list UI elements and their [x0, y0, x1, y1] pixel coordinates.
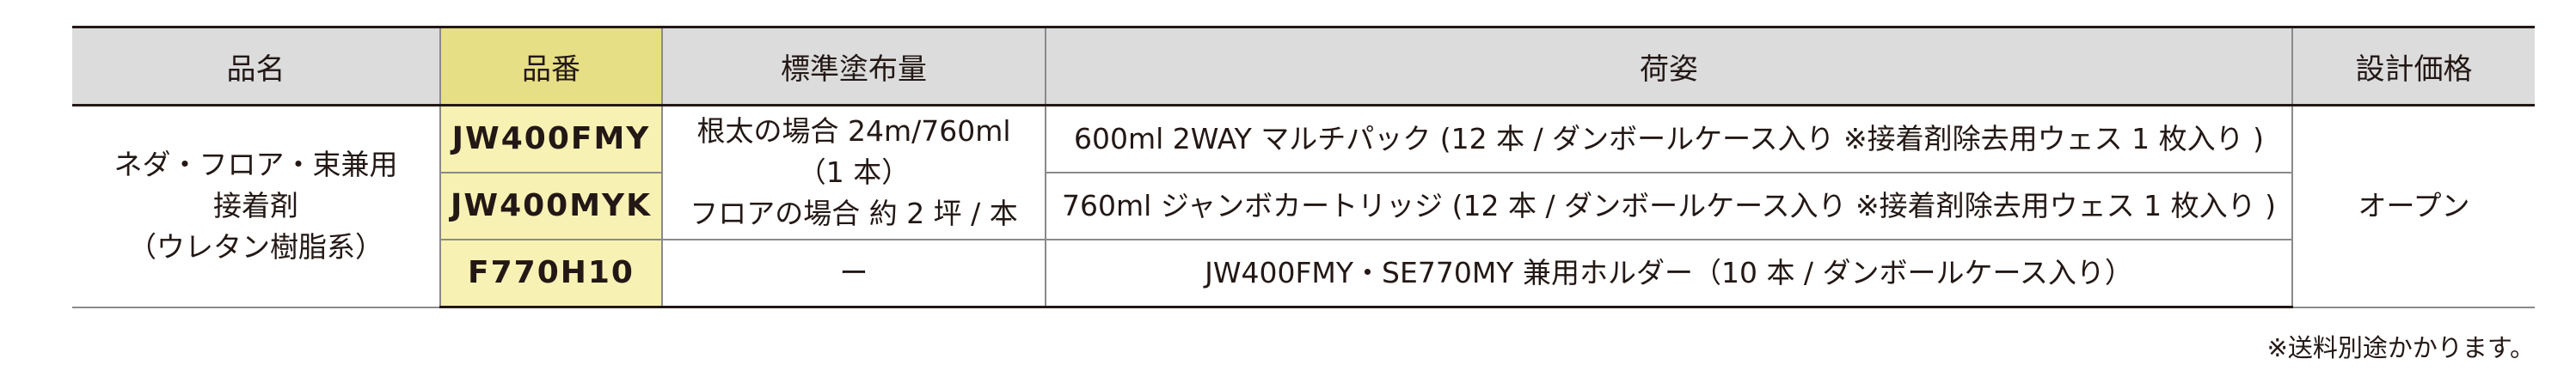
- coverage-line: フロアの場合 約 2 坪 / 本: [690, 196, 1018, 230]
- table-row: ネダ・フロア・束兼用 接着剤 （ウレタン樹脂系） JW400FMY 根太の場合 …: [72, 104, 2535, 308]
- header-packing: 荷姿: [1045, 26, 2293, 106]
- header-product-code: 品番: [439, 26, 663, 106]
- product-name-line: ネダ・フロア・束兼用: [113, 148, 398, 182]
- coverage-line: （1 本）: [797, 155, 911, 190]
- header-coverage: 標準塗布量: [661, 26, 1046, 106]
- coverage-cell: ー: [661, 239, 1046, 308]
- product-name-cell: ネダ・フロア・束兼用 接着剤 （ウレタン樹脂系）: [72, 104, 441, 308]
- header-product-name: 品名: [72, 26, 441, 106]
- table-row: F770H10 ー JW400FMY・SE770MY 兼用ホルダー（10 本 /…: [72, 239, 2535, 308]
- product-name-line: （ウレタン樹脂系）: [128, 230, 383, 265]
- product-name-line: 接着剤: [213, 189, 298, 223]
- packing-cell: JW400FMY・SE770MY 兼用ホルダー（10 本 / ダンボールケース入…: [1045, 239, 2292, 308]
- product-code-cell: JW400FMY: [439, 104, 663, 173]
- table-row: JW400MYK 760ml ジャンボカートリッジ (12 本 / ダンボールケ…: [72, 172, 2535, 240]
- product-spec-table: 品名 品番 標準塗布量 荷姿 設計価格 ネダ・フロア・束兼用 接着剤 （ウレタン…: [72, 26, 2535, 308]
- product-code-cell: JW400MYK: [440, 172, 663, 240]
- product-code-cell: F770H10: [440, 239, 663, 308]
- packing-cell: 600ml 2WAY マルチパック (12 本 / ダンボールケース入り ※接着…: [1045, 104, 2293, 173]
- coverage-line: 根太の場合 24m/760ml: [696, 114, 1011, 149]
- shipping-note: ※送料別途かかります。: [2266, 333, 2535, 362]
- header-price: 設計価格: [2291, 26, 2535, 106]
- table-header-row: 品名 品番 標準塗布量 荷姿 設計価格: [72, 26, 2535, 106]
- packing-cell: 760ml ジャンボカートリッジ (12 本 / ダンボールケース入り ※接着剤…: [1045, 172, 2292, 240]
- price-cell: オープン: [2291, 104, 2535, 308]
- coverage-cell: 根太の場合 24m/760ml （1 本） フロアの場合 約 2 坪 / 本: [661, 104, 1046, 240]
